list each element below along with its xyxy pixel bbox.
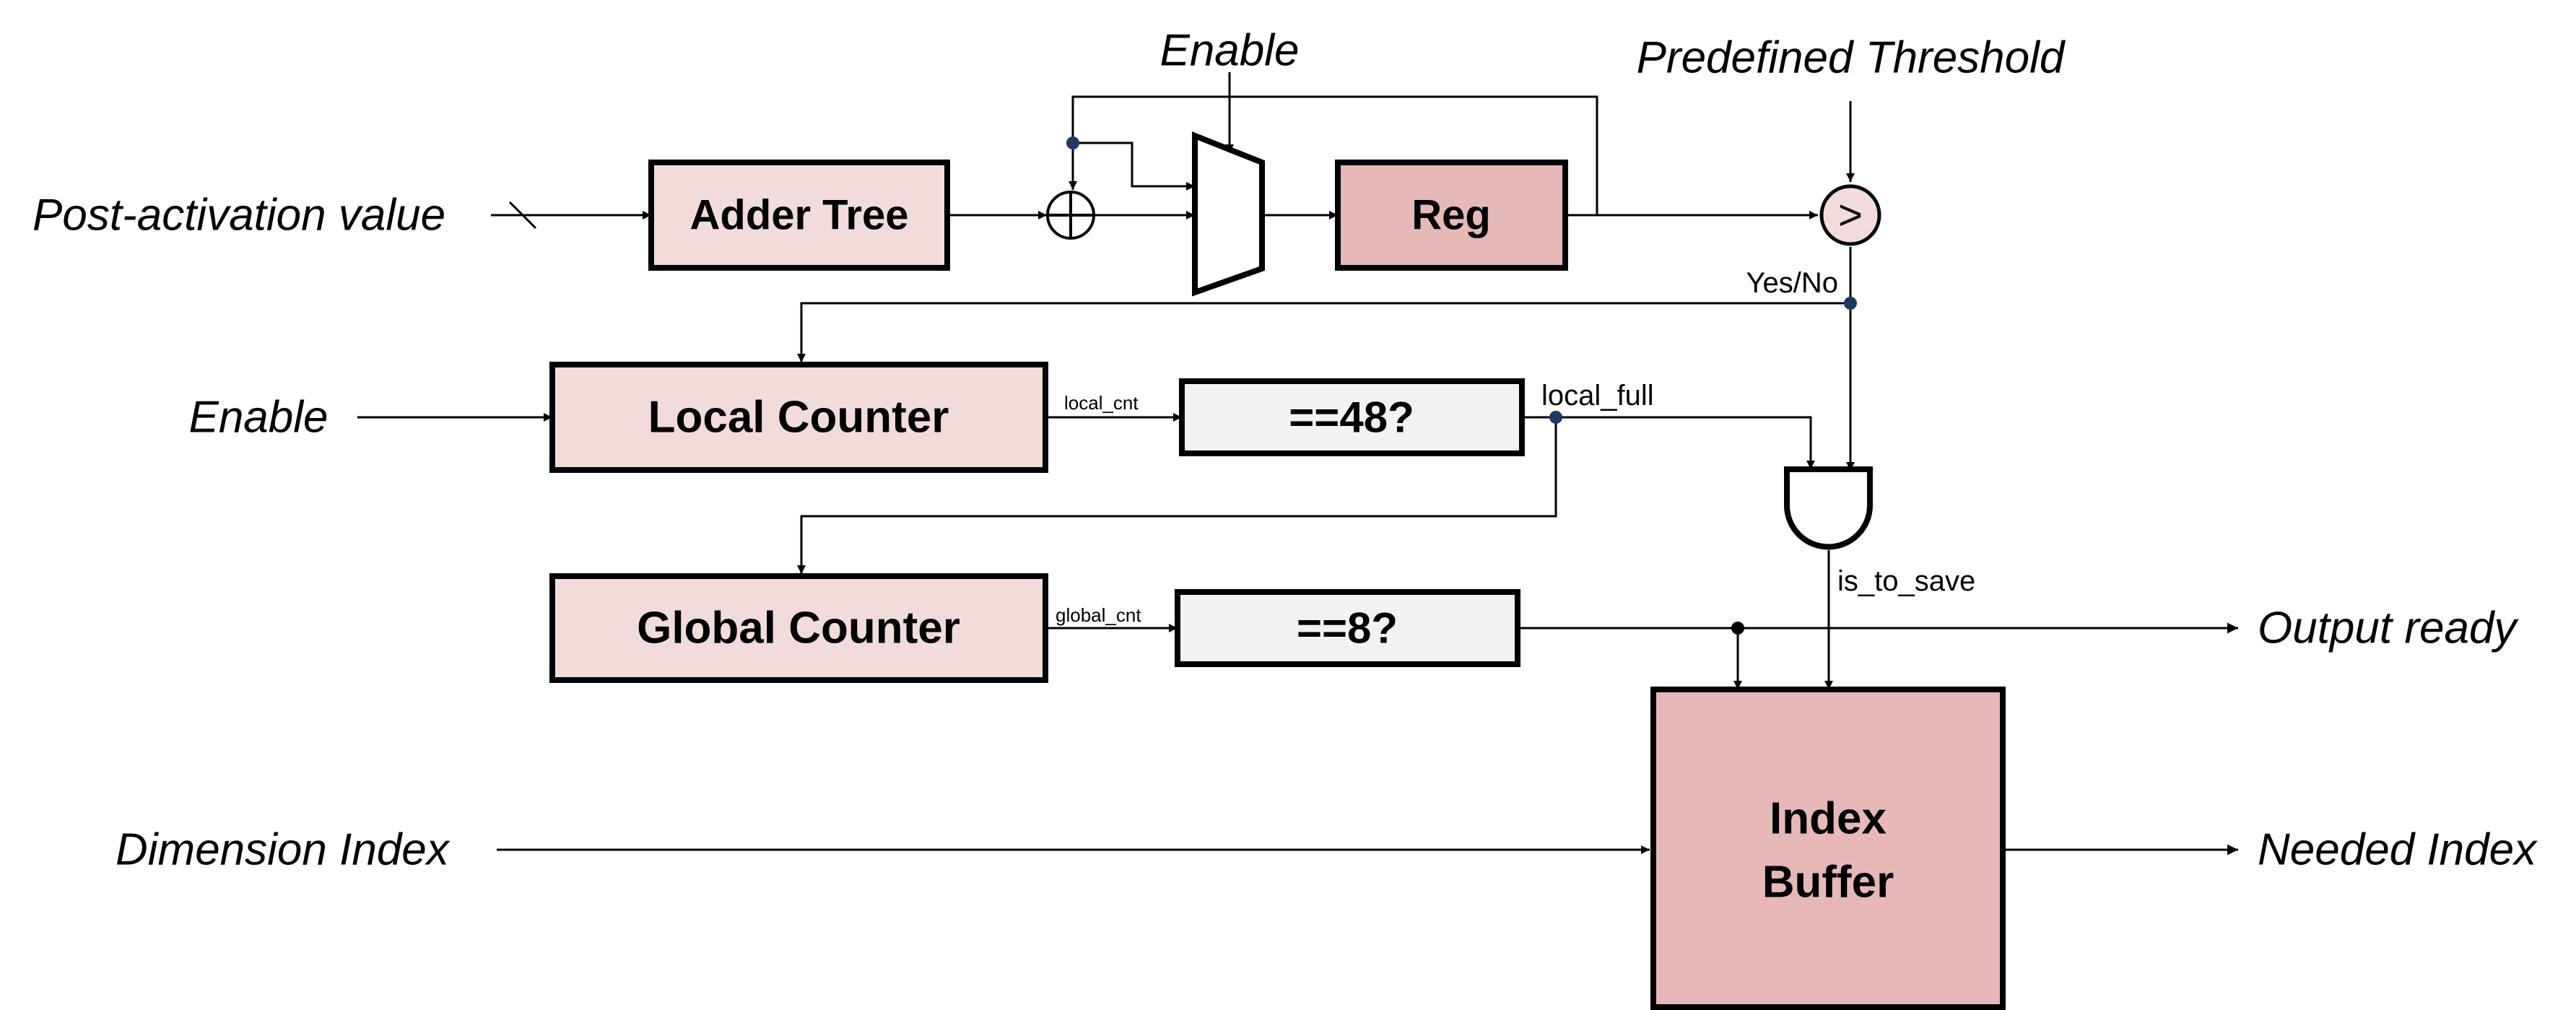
compare-8-block: ==8? bbox=[1175, 589, 1520, 667]
wire-yes-no-to-local-counter bbox=[797, 302, 1850, 362]
is-to-save-label: is_to_save bbox=[1837, 565, 1975, 597]
dimension-index-label: Dimension Index bbox=[116, 825, 451, 875]
local-cnt-label: local_cnt bbox=[1064, 392, 1139, 414]
compare-48-label: ==48? bbox=[1289, 393, 1414, 442]
index-buffer-block: Index Buffer bbox=[1650, 687, 2006, 1010]
global-cnt-label: global_cnt bbox=[1056, 604, 1141, 626]
compare-48-block: ==48? bbox=[1179, 378, 1525, 456]
enable-mux-label: Enable bbox=[1159, 26, 1299, 76]
enable-counter-label: Enable bbox=[188, 393, 328, 443]
needed-index-label: Needed Index bbox=[2258, 825, 2538, 875]
adder-symbol bbox=[1046, 191, 1095, 240]
output-ready-label: Output ready bbox=[2258, 604, 2519, 653]
bus-slash bbox=[508, 201, 537, 230]
mux-symbol bbox=[1192, 131, 1265, 297]
and-gate bbox=[1784, 466, 1873, 550]
junctions bbox=[1066, 136, 1857, 635]
junction-feedback bbox=[1066, 136, 1079, 149]
comparator-glyph: > bbox=[1838, 192, 1863, 239]
local-counter-block: Local Counter bbox=[549, 362, 1048, 473]
wire-feedback bbox=[1069, 95, 1598, 215]
wires bbox=[357, 72, 2238, 856]
wire-local-full-to-and bbox=[1525, 416, 1815, 469]
adder-tree-block: Adder Tree bbox=[648, 160, 950, 271]
adder-tree-label: Adder Tree bbox=[690, 192, 909, 239]
index-buffer-label-line1: Index bbox=[1770, 794, 1887, 844]
junction-output-ready bbox=[1731, 622, 1744, 635]
wire-local-full-to-global bbox=[797, 417, 1557, 574]
junction-yes-no bbox=[1844, 297, 1857, 310]
reg-block: Reg bbox=[1335, 160, 1568, 271]
predefined-threshold-label: Predefined Threshold bbox=[1637, 33, 2066, 83]
compare-8-label: ==8? bbox=[1297, 604, 1398, 653]
global-counter-block: Global Counter bbox=[549, 573, 1048, 683]
junction-local-full bbox=[1549, 411, 1562, 424]
local-counter-label: Local Counter bbox=[648, 393, 949, 443]
yes-no-label: Yes/No bbox=[1746, 267, 1839, 299]
post-activation-label: Post-activation value bbox=[32, 191, 445, 240]
local-full-label: local_full bbox=[1541, 380, 1654, 412]
comparator-symbol: > bbox=[1819, 184, 1881, 246]
reg-label: Reg bbox=[1411, 192, 1491, 239]
index-buffer-label-line2: Buffer bbox=[1762, 858, 1894, 907]
global-counter-label: Global Counter bbox=[637, 604, 960, 653]
wire-feedback-to-mux bbox=[1073, 142, 1195, 191]
